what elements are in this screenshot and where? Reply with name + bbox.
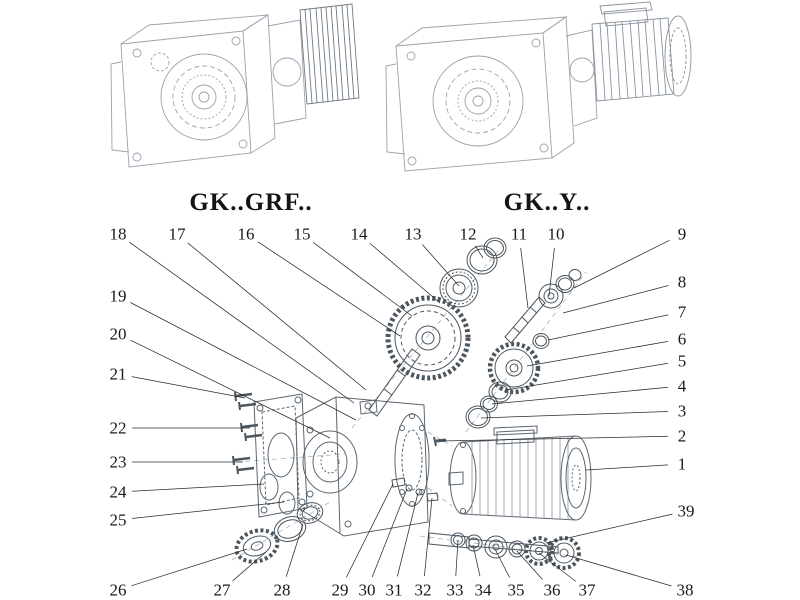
leader-line-25 [131, 501, 285, 519]
flange-plate [253, 393, 308, 518]
part-number-15: 15 [294, 225, 311, 244]
leader-line-7 [547, 314, 669, 341]
leader-line-29 [345, 483, 394, 578]
part-number-30: 30 [359, 581, 376, 600]
part-number-36: 36 [544, 581, 561, 600]
part-number-18: 18 [110, 225, 127, 244]
part-number-33: 33 [447, 581, 464, 600]
cooling-fins-gkgrf [299, 3, 360, 105]
part-number-17: 17 [169, 225, 187, 244]
ring-gear-and-bearing-set [234, 502, 324, 564]
part-number-39: 39 [678, 502, 695, 521]
part-number-7: 7 [678, 303, 687, 322]
leader-line-3 [480, 411, 669, 419]
part-number-21: 21 [110, 365, 127, 384]
part-number-1: 1 [678, 455, 687, 474]
part-number-34: 34 [475, 581, 493, 600]
part-number-27: 27 [214, 581, 232, 600]
leader-line-26 [131, 548, 248, 587]
flange-bolts [232, 391, 263, 475]
leader-line-2 [440, 435, 669, 442]
part-number-20: 20 [110, 325, 127, 344]
output-retaining-rings [466, 237, 507, 275]
part-number-35: 35 [508, 581, 525, 600]
leader-line-32 [424, 497, 433, 577]
part-number-4: 4 [678, 377, 687, 396]
motor-drawing-gky [591, 1, 692, 102]
leader-line-31 [397, 492, 419, 577]
leader-line-20 [130, 339, 331, 439]
part-number-9: 9 [678, 225, 687, 244]
part-number-16: 16 [238, 225, 255, 244]
leader-line-24 [131, 483, 265, 492]
leader-line-18 [129, 241, 355, 404]
part-number-37: 37 [579, 581, 597, 600]
part-number-8: 8 [678, 273, 687, 292]
leader-line-9 [573, 239, 670, 289]
part-number-32: 32 [415, 581, 432, 600]
part-number-31: 31 [386, 581, 403, 600]
leader-line-1 [585, 464, 669, 471]
gearbox-drawing-gky [385, 16, 598, 172]
leader-line-27 [232, 551, 267, 582]
part-number-3: 3 [678, 402, 687, 421]
leader-line-19 [130, 302, 357, 421]
leader-line-37 [538, 552, 577, 582]
part-number-29: 29 [332, 581, 349, 600]
leader-line-16 [257, 241, 401, 337]
leader-line-36 [516, 550, 543, 580]
leader-line-35 [494, 548, 510, 578]
output-bearing [439, 268, 479, 308]
model-label-gkgrf: GK..GRF.. [189, 189, 313, 216]
leader-line-28 [285, 523, 304, 577]
input-shaft-assembly [465, 269, 582, 429]
part-number-5: 5 [678, 352, 687, 371]
part-number-19: 19 [110, 287, 127, 306]
model-label-gky: GK..Y.. [503, 189, 591, 216]
seal-rings-left [259, 473, 296, 515]
part-number-22: 22 [110, 419, 127, 438]
leader-line-11 [520, 247, 529, 309]
gearbox-drawing-gkgrf [110, 14, 307, 168]
leader-line-39 [545, 513, 673, 544]
part-number-6: 6 [678, 330, 687, 349]
part-number-14: 14 [351, 225, 369, 244]
leader-line-6 [526, 341, 669, 367]
leader-line-8 [562, 285, 669, 314]
leader-line-33 [455, 539, 459, 577]
part-number-38: 38 [677, 581, 694, 600]
part-number-24: 24 [110, 483, 128, 502]
part-number-11: 11 [511, 225, 527, 244]
leader-line-5 [505, 362, 669, 391]
leader-line-21 [131, 376, 246, 399]
intermediate-shaft-assembly [428, 532, 581, 570]
leader-line-38 [565, 554, 672, 587]
leader-line-14 [369, 242, 441, 304]
part-number-13: 13 [405, 225, 422, 244]
part-number-23: 23 [110, 453, 127, 472]
leader-line-4 [491, 386, 669, 405]
gear-housing [295, 396, 430, 537]
leader-line-10 [548, 247, 555, 297]
part-number-12: 12 [460, 225, 477, 244]
leader-line-13 [422, 244, 460, 287]
part-number-25: 25 [110, 511, 127, 530]
assembly-axis-lines [231, 245, 587, 561]
leader-line-12 [475, 245, 484, 259]
leader-line-17 [187, 242, 367, 391]
leader-line-34 [472, 544, 481, 577]
part-number-2: 2 [678, 427, 687, 446]
part-number-28: 28 [274, 581, 291, 600]
leader-line-30 [371, 488, 408, 578]
part-number-10: 10 [548, 225, 565, 244]
part-number-26: 26 [110, 581, 127, 600]
leader-line-15 [312, 242, 413, 317]
output-gear-shaft [368, 295, 471, 417]
